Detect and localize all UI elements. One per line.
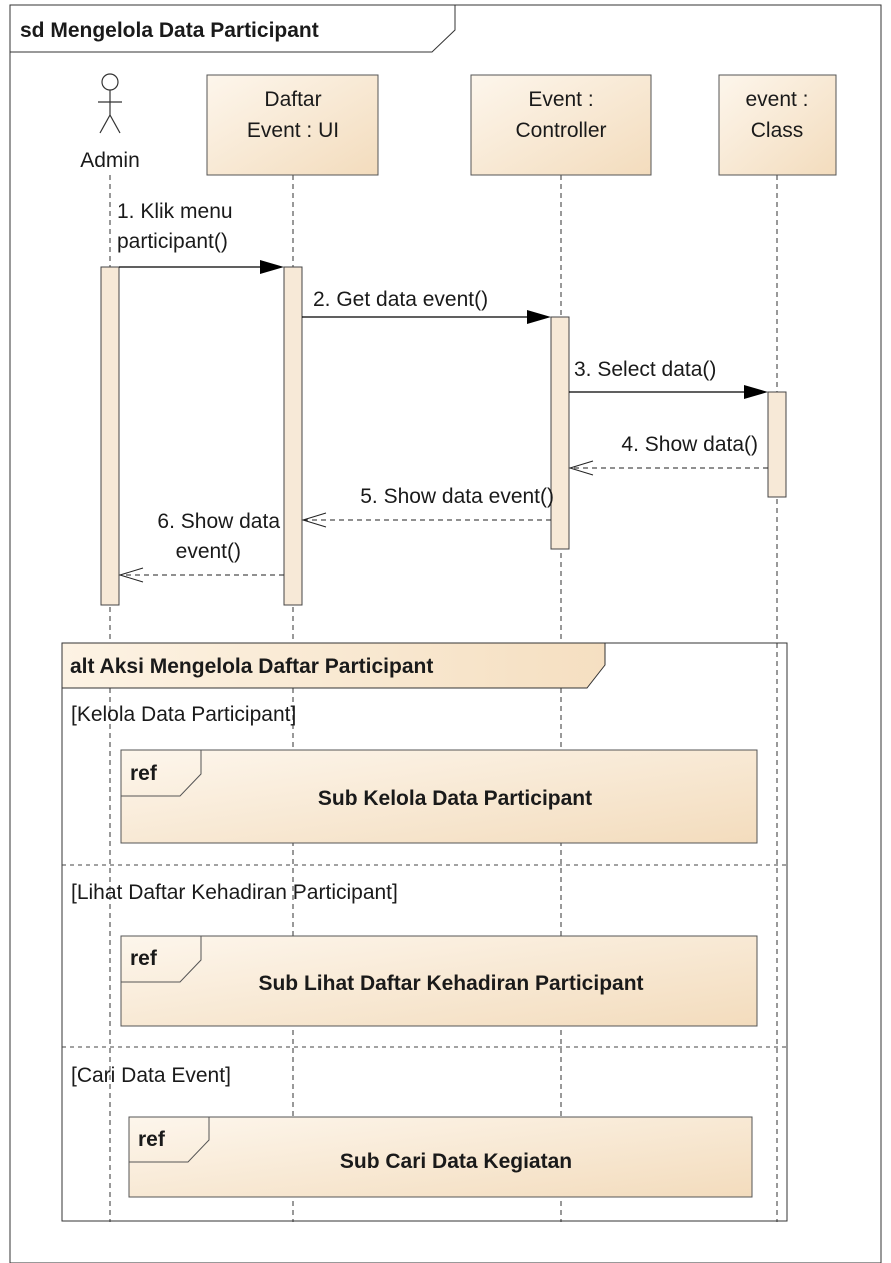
frame-title: sd Mengelola Data Participant [20, 19, 319, 42]
message-6-return: 6. Show data event() [118, 510, 284, 583]
message-label: 2. Get data event() [313, 288, 488, 311]
ref-fragment: ref Sub Lihat Daftar Kehadiran Participa… [120, 935, 758, 1027]
message-2: 2. Get data event() [302, 288, 551, 324]
activation-daftar-event-ui [283, 266, 303, 606]
sd-frame: sd Mengelola Data Participant [9, 4, 882, 1263]
activation-admin [100, 266, 120, 606]
participant-event-class: event : Class [718, 74, 837, 176]
message-label-line2: participant() [117, 230, 228, 253]
alt-fragment: alt Aksi Mengelola Daftar Participant [K… [61, 642, 788, 1222]
ref-name: Sub Kelola Data Participant [318, 787, 592, 810]
participant-label-line1: Event : [528, 88, 593, 111]
message-3: 3. Select data() [569, 358, 768, 399]
alt-title: alt Aksi Mengelola Daftar Participant [70, 655, 433, 678]
message-5-return: 5. Show data event() [301, 485, 554, 528]
ref-tag: ref [130, 762, 158, 785]
ref-tag: ref [130, 947, 158, 970]
participant-label-line1: Daftar [264, 88, 321, 111]
participant-label-line2: Class [751, 119, 804, 142]
ref-name: Sub Cari Data Kegiatan [340, 1150, 572, 1173]
actor-admin: Admin [80, 73, 140, 172]
participant-label-line1: event : [745, 88, 808, 111]
ref-tag: ref [138, 1128, 166, 1151]
message-label-line1: 1. Klik menu [117, 200, 233, 223]
actor-name: Admin [80, 149, 140, 172]
message-label: 3. Select data() [574, 358, 716, 381]
activation-event-class [767, 391, 787, 498]
ref-fragment: ref Sub Kelola Data Participant [120, 749, 758, 844]
message-1: 1. Klik menu participant() [117, 200, 284, 274]
guard-label: [Lihat Daftar Kehadiran Participant] [71, 881, 398, 904]
ref-name: Sub Lihat Daftar Kehadiran Participant [258, 972, 643, 995]
guard-label: [Kelola Data Participant] [71, 703, 296, 726]
message-label-line1: 6. Show data [157, 510, 280, 533]
activation-event-controller [550, 316, 570, 550]
ref-fragment: ref Sub Cari Data Kegiatan [128, 1116, 753, 1198]
message-label-line2: event() [176, 540, 241, 563]
participant-label-line2: Controller [515, 119, 606, 142]
message-label: 5. Show data event() [360, 485, 554, 508]
participant-event-controller: Event : Controller [470, 74, 652, 176]
guard-label: [Cari Data Event] [71, 1064, 231, 1087]
message-4-return: 4. Show data() [568, 433, 768, 476]
participant-daftar-event-ui: Daftar Event : UI [206, 74, 379, 176]
participant-label-line2: Event : UI [247, 119, 339, 142]
message-label: 4. Show data() [621, 433, 758, 456]
stick-figure-icon [98, 73, 122, 134]
